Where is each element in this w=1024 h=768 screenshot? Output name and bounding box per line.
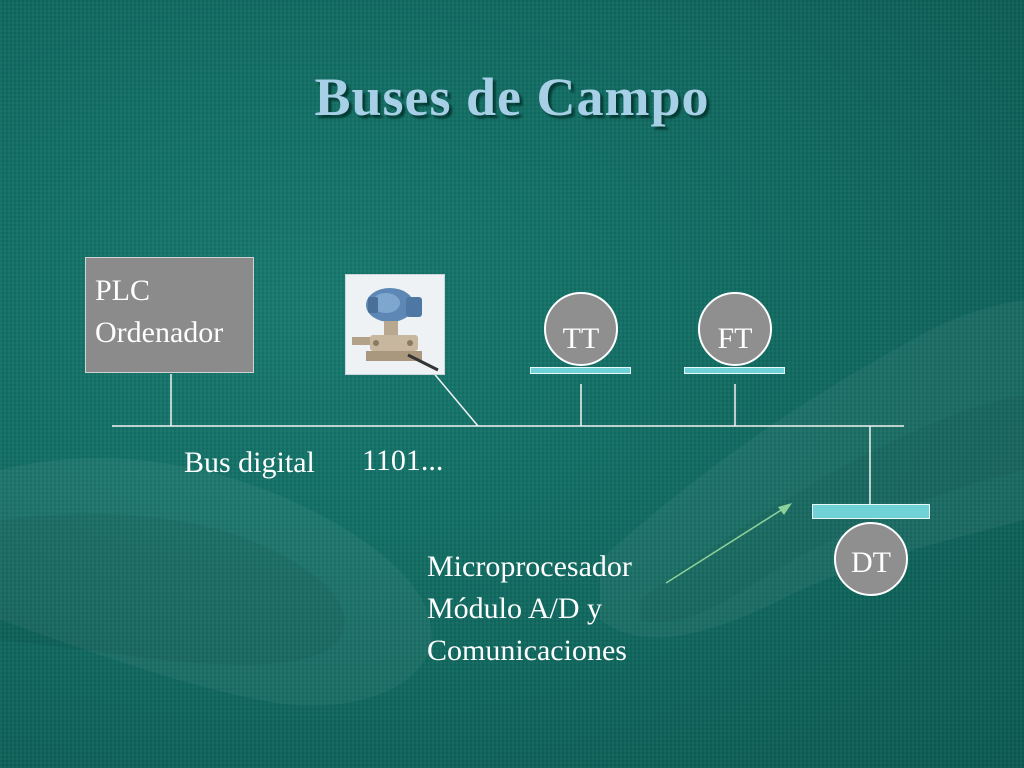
tt-base	[530, 367, 631, 374]
annotation-line1: Microprocesador	[427, 550, 632, 583]
dt-label: DT	[851, 546, 891, 579]
plc-label-line1: PLC	[95, 274, 151, 307]
dt-transmitter: DT	[834, 522, 908, 596]
pointer-arrow	[665, 506, 787, 584]
slide-title: Buses de Campo	[314, 67, 710, 127]
pointer-arrow-head	[778, 503, 792, 515]
tt-transmitter: TT	[544, 292, 618, 366]
annotation-line2: Módulo A/D y	[427, 592, 603, 625]
ft-transmitter: FT	[698, 292, 772, 366]
plc-label: PLC Ordenador	[95, 270, 223, 354]
ft-base	[684, 367, 785, 374]
annotation-line3: Comunicaciones	[427, 634, 627, 667]
tt-label: TT	[562, 322, 600, 355]
dt-base	[812, 504, 930, 519]
bus-code-label: 1101...	[362, 444, 444, 477]
plc-box	[85, 257, 254, 373]
ft-label: FT	[717, 322, 753, 355]
bus-digital-label: Bus digital	[184, 446, 315, 479]
microprocessor-annotation: Microprocesador Módulo A/D y Comunicacio…	[427, 546, 632, 672]
plc-label-line2: Ordenador	[95, 316, 224, 349]
pressure-transmitter-icon	[345, 274, 445, 375]
